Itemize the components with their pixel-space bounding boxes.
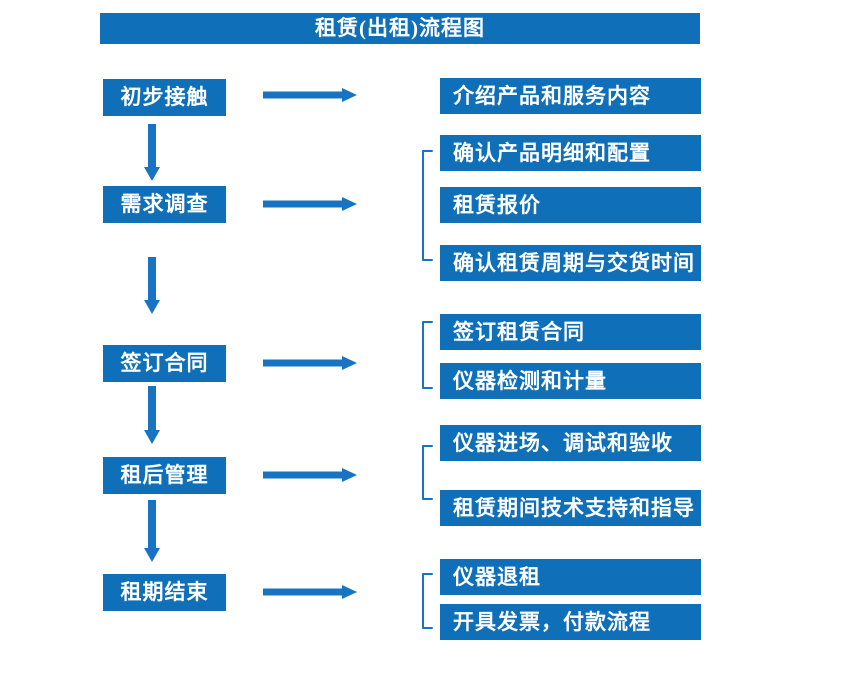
right-arrow-3-head [342, 356, 357, 370]
right-arrow-1-head [342, 88, 357, 102]
down-arrow-1-head [144, 167, 160, 181]
stage-box-demand-survey: 需求调查 [103, 186, 226, 223]
down-arrow-4 [144, 500, 160, 562]
down-arrow-4-head [144, 548, 160, 562]
stage-box-initial-contact: 初步接触 [103, 79, 226, 116]
down-arrow-3-head [144, 430, 160, 444]
bracket-stage-4-outputs [422, 445, 433, 500]
flowchart-title: 租赁(出租)流程图 [100, 13, 700, 44]
right-arrow-2 [263, 197, 357, 211]
output-box-confirm-rental-period-delivery: 确认租赁周期与交货时间 [440, 245, 701, 281]
bracket-stage-3-outputs [422, 321, 433, 389]
output-box-instrument-entry-acceptance: 仪器进场、调试和验收 [440, 425, 701, 461]
right-arrow-3 [263, 356, 357, 370]
right-arrow-5-head [342, 585, 357, 599]
stage-box-rental-period-end: 租期结束 [103, 574, 226, 611]
bracket-stage-2-outputs [422, 150, 433, 261]
output-box-instrument-inspection-measurement: 仪器检测和计量 [440, 363, 701, 399]
output-box-invoice-payment-process: 开具发票，付款流程 [440, 604, 701, 640]
right-arrow-2-head [342, 197, 357, 211]
output-box-rental-quote: 租赁报价 [440, 187, 701, 223]
right-arrow-4-head [342, 468, 357, 482]
down-arrow-1 [144, 124, 160, 181]
output-box-confirm-product-details: 确认产品明细和配置 [440, 135, 701, 171]
right-arrow-1 [263, 88, 357, 102]
bracket-stage-5-outputs [422, 573, 433, 629]
right-arrow-4 [263, 468, 357, 482]
output-box-instrument-return: 仪器退租 [440, 559, 701, 595]
stage-box-sign-contract: 签订合同 [103, 345, 226, 382]
down-arrow-3 [144, 386, 160, 444]
down-arrow-2 [144, 257, 160, 314]
right-arrow-5 [263, 585, 357, 599]
down-arrow-2-head [144, 300, 160, 314]
output-box-introduce-products-services: 介绍产品和服务内容 [440, 78, 701, 114]
output-box-rental-technical-support: 租赁期间技术支持和指导 [440, 490, 701, 526]
stage-box-post-rental-management: 租后管理 [103, 457, 226, 494]
output-box-sign-rental-contract: 签订租赁合同 [440, 314, 701, 350]
